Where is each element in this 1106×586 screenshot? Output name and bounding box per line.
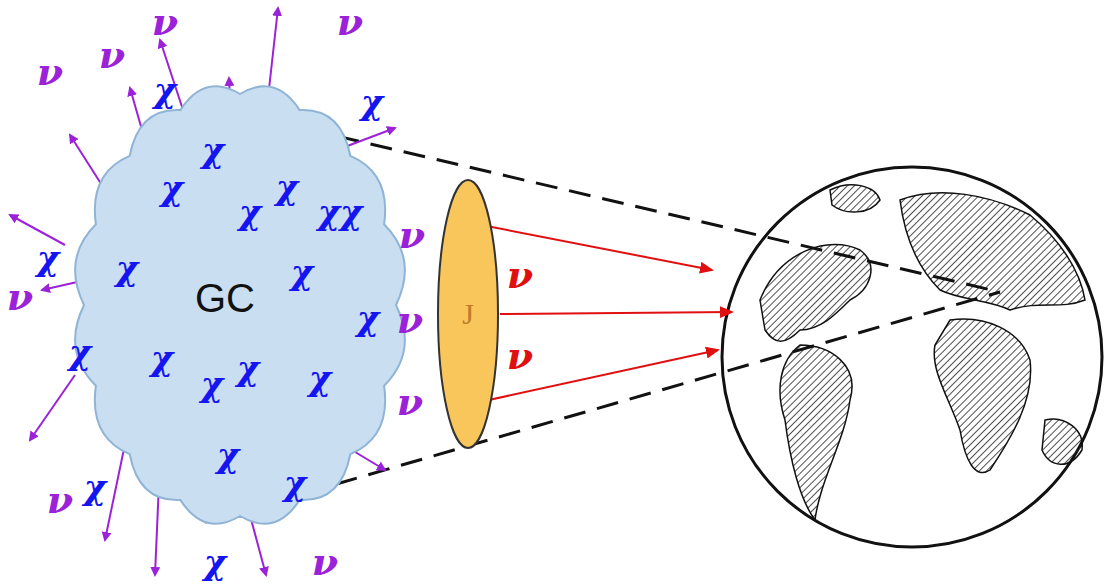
particle-symbol: χ [151,341,173,375]
neutrino-symbol: ν [7,278,33,316]
neutrino-symbol: ν [397,383,423,421]
particle-symbol: χ [276,170,298,204]
particle-symbol: χ [201,367,223,401]
particle-symbol: χ [161,171,183,205]
neutrino-symbol: ν [47,481,73,519]
particle-symbol: χ [361,85,383,119]
node-label: GC [195,276,255,321]
neutrino-symbol: ν [99,36,125,74]
particle-symbol: χ [284,466,306,500]
particle-symbol: χχ [318,195,363,229]
neutrino-symbol: ν [152,3,178,41]
neutrino-symbol: ν [312,543,338,581]
node-label: J [462,297,474,331]
particle-symbol: χ [239,195,261,229]
particle-symbol: χ [357,301,379,335]
particle-symbol: χ [69,335,91,369]
neutrino-symbol: ν [397,301,423,339]
neutrino-symbol: ν [507,256,533,294]
neutrino-symbol: ν [337,3,363,41]
jet-ellipse: J [436,178,500,450]
neutrino-symbol: ν [399,216,425,254]
particle-symbol: χ [204,545,226,579]
particle-symbol: χ [237,351,259,385]
particle-symbol: χ [291,255,313,289]
particle-symbol: χ [309,361,331,395]
particle-symbol: χ [154,73,176,107]
particle-symbol: χ [202,133,224,167]
neutrino-symbol: ν [507,337,533,375]
neutrino-symbol: ν [37,53,63,91]
particle-symbol: χ [116,251,138,285]
particle-symbol: χ [217,438,239,472]
particle-symbol: χ [37,241,59,275]
neutrino-arrows [466,222,732,405]
particle-symbol: χ [84,470,106,504]
